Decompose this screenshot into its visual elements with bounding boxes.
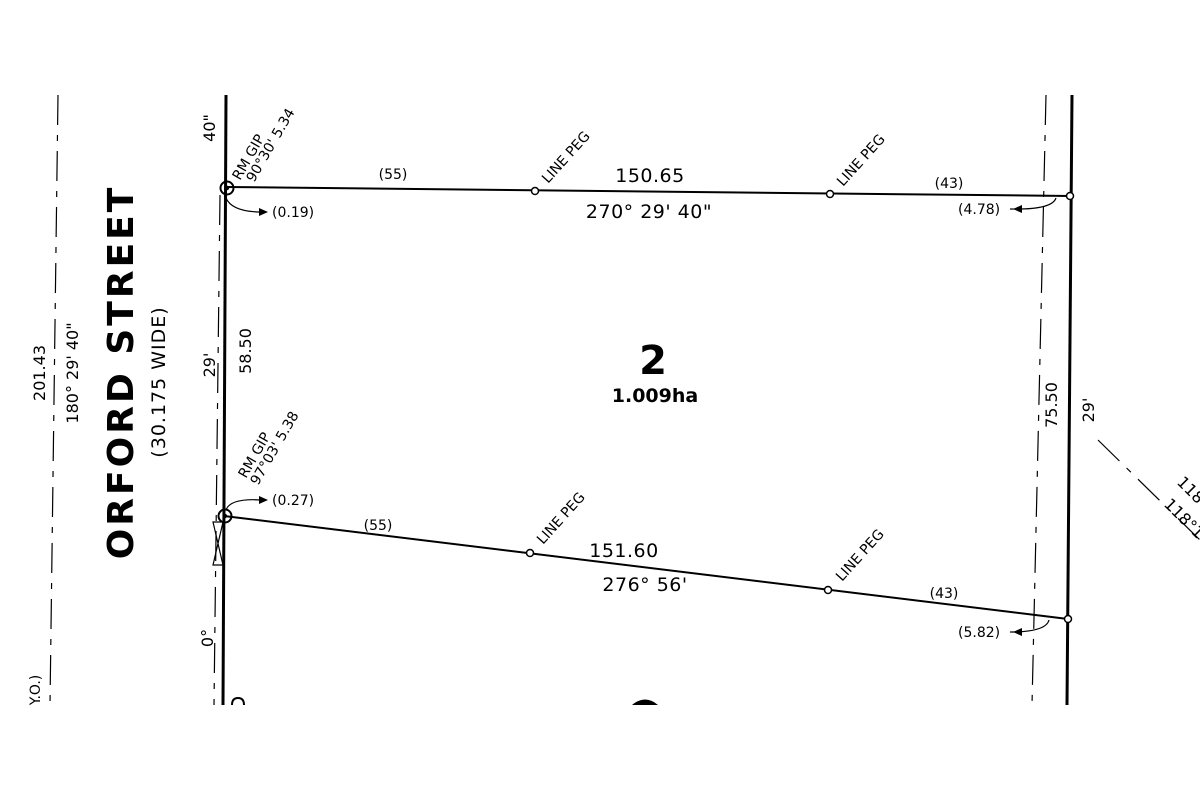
partial-lot-number-bottom	[632, 699, 658, 705]
bowtie-symbol	[212, 521, 224, 566]
west-boundary-bearing: 29'	[200, 353, 219, 378]
line-peg-north-2	[825, 189, 835, 199]
west-boundary-distance: 58.50	[236, 328, 255, 374]
line-peg-label-south-2: LINE PEG	[833, 527, 888, 585]
offset-arrow-se-head	[1013, 628, 1022, 636]
north-boundary-line	[225, 186, 1071, 197]
lot-number: 2	[639, 338, 667, 384]
west-boundary-line	[221, 94, 228, 706]
street-name: ORFORD STREET	[101, 185, 142, 560]
offset-arrow-nw	[225, 197, 263, 213]
monument-top	[219, 180, 235, 196]
south-east-segment: (43)	[930, 586, 959, 602]
west-line-bearing: 180° 29' 40"	[63, 322, 82, 423]
west-offset-dashed-line	[213, 194, 221, 706]
south-distance: 151.60	[589, 540, 658, 562]
west-reference-line	[49, 94, 59, 706]
offset-arrow-sw	[225, 499, 263, 511]
east-diagonal-dashed-line	[1097, 439, 1200, 541]
monument-bottom	[217, 508, 233, 524]
street-width: (30.175 WIDE)	[148, 306, 170, 457]
south-east-offset: (5.82)	[958, 625, 1000, 641]
lot-area: 1.009ha	[612, 385, 698, 407]
line-peg-label-south-1: LINE PEG	[534, 490, 589, 548]
corner-peg-se	[1063, 614, 1073, 624]
south-west-offset: (0.27)	[272, 493, 314, 509]
offset-arrow-se	[1009, 619, 1050, 633]
offset-arrow-nw-head	[259, 208, 268, 216]
north-east-segment: (43)	[935, 176, 964, 192]
north-west-offset: (0.19)	[272, 205, 314, 221]
north-distance: 150.65	[615, 165, 684, 187]
south-west-segment: (55)	[364, 518, 393, 534]
north-east-offset: (4.78)	[958, 202, 1000, 218]
line-peg-south-2	[823, 585, 833, 595]
west-line-note: Y.O.)	[28, 675, 44, 707]
line-peg-north-1	[530, 186, 540, 196]
offset-arrow-sw-head	[259, 496, 268, 504]
north-west-segment: (55)	[379, 167, 408, 183]
west-boundary-top-fragment: 40"	[200, 114, 219, 142]
east-boundary-bearing: 29'	[1079, 398, 1098, 423]
south-boundary-line	[223, 515, 1069, 620]
west-boundary-bottom-fragment: 0°	[198, 629, 217, 647]
north-bearing: 270° 29' 40"	[586, 201, 712, 223]
line-peg-south-1	[525, 548, 535, 558]
line-peg-label-north-2: LINE PEG	[834, 132, 889, 190]
partial-circle-bottom-left	[231, 696, 245, 706]
line-peg-label-north-1: LINE PEG	[539, 129, 594, 187]
corner-peg-ne	[1065, 191, 1075, 201]
west-line-distance: 201.43	[30, 345, 49, 401]
offset-arrow-ne-head	[1013, 205, 1022, 213]
east-boundary-line	[1065, 94, 1074, 706]
south-bearing: 276° 56'	[602, 574, 687, 596]
east-boundary-distance: 75.50	[1042, 382, 1061, 428]
